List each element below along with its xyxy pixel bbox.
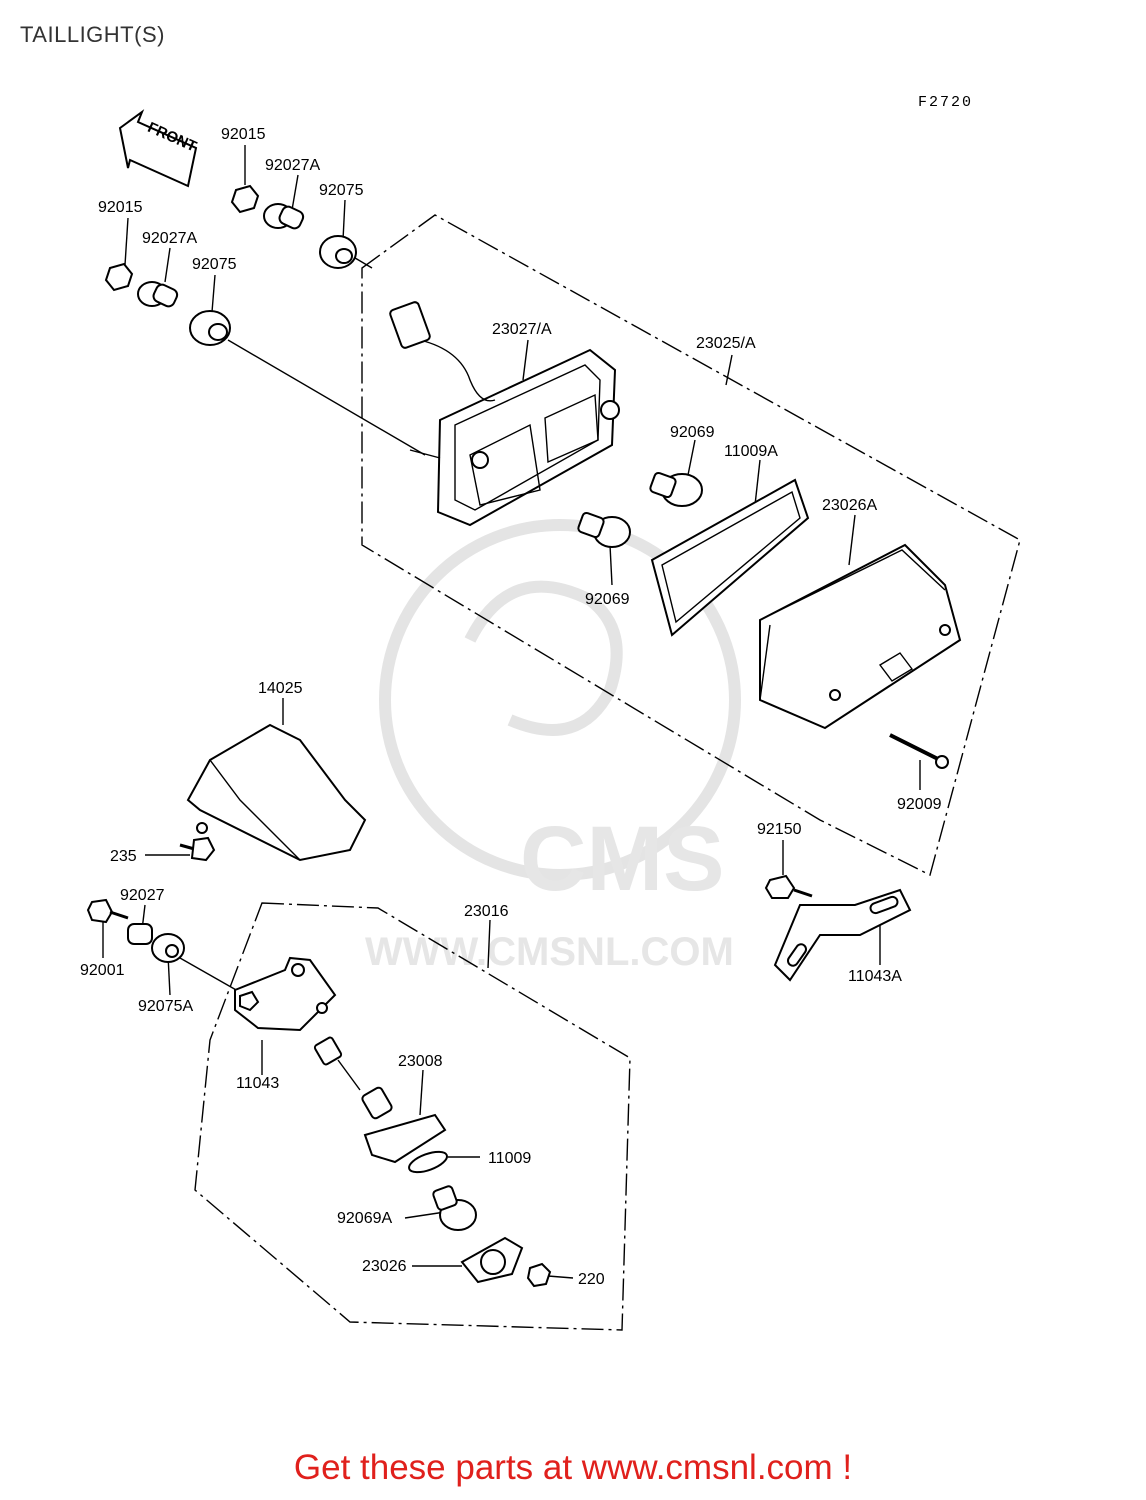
collar-92027a-upper (263, 203, 305, 230)
leader-lines (102, 145, 921, 1279)
part-label: 23027/A (492, 321, 552, 338)
watermark-face (464, 580, 623, 736)
cover-14025 (186, 723, 367, 862)
grommet-92075-lower (189, 310, 231, 346)
part-label: 11043A (848, 968, 902, 985)
taillight-base-23027 (389, 301, 620, 527)
screw-92009 (889, 733, 949, 769)
part-label: 92001 (80, 962, 125, 979)
bolt-92150 (764, 874, 813, 899)
bracket-11043a (773, 888, 912, 982)
part-label: 23025/A (696, 335, 756, 352)
figure-code: F2720 (918, 94, 973, 111)
watermark: CMS WWW.CMSNL.COM (365, 519, 741, 974)
part-label: 92027A (265, 157, 320, 174)
gasket-11009a (650, 478, 810, 637)
part-label: 23016 (464, 903, 509, 920)
bracket-11043 (234, 956, 337, 1032)
collar-92027a-lower (137, 281, 179, 308)
socket-23008 (313, 1036, 447, 1164)
grommet-92075a (151, 933, 185, 963)
taillight-group-outline (361, 214, 1021, 877)
bulb-92069a (432, 1185, 477, 1231)
part-label: 92027A (142, 230, 197, 247)
part-label: 11009A (724, 443, 778, 460)
part-label: 92150 (757, 821, 802, 838)
bulb-92069-upper (649, 471, 703, 507)
front-arrow-icon: FRONT (118, 109, 199, 188)
gasket-11009 (408, 1150, 448, 1174)
part-label: 220 (578, 1271, 605, 1288)
lens-23026 (460, 1236, 524, 1284)
part-label: 92015 (221, 126, 266, 143)
part-label: 11043 (236, 1075, 279, 1092)
nut-92015-lower (104, 262, 134, 292)
part-label: 92075 (319, 182, 364, 199)
part-label: 235 (110, 848, 137, 865)
page-title: TAILLIGHT(S) (20, 22, 165, 47)
watermark-circle (379, 519, 741, 881)
footer-promo-text: Get these parts at www.cmsnl.com ! (293, 1448, 853, 1487)
collar-92027 (127, 923, 153, 945)
watermark-url: WWW.CMSNL.COM (365, 930, 734, 974)
license-light-group-outline (194, 902, 631, 1331)
part-label: 92009 (897, 796, 942, 813)
grommet-92075-upper (319, 235, 357, 269)
nut-92015-upper (230, 184, 260, 214)
part-label: 23026 (362, 1258, 407, 1275)
bulb-92069-lower (577, 511, 631, 548)
part-label: 92075 (192, 256, 237, 273)
part-label: 92069 (585, 591, 630, 608)
part-label: 92069A (337, 1210, 392, 1227)
part-label: 14025 (258, 680, 303, 697)
part-label: 92027 (120, 887, 165, 904)
part-label: 11009 (488, 1150, 531, 1167)
part-label: 92069 (670, 424, 715, 441)
part-label: 92075A (138, 998, 193, 1015)
part-label: 23026A (822, 497, 877, 514)
watermark-brand: CMS (520, 808, 724, 910)
part-label: 23008 (398, 1053, 443, 1070)
part-label: 92015 (98, 199, 143, 216)
screw-220 (526, 1262, 552, 1288)
lens-23026a (759, 543, 962, 730)
screw-235 (179, 836, 216, 862)
bolt-92001 (86, 898, 129, 924)
